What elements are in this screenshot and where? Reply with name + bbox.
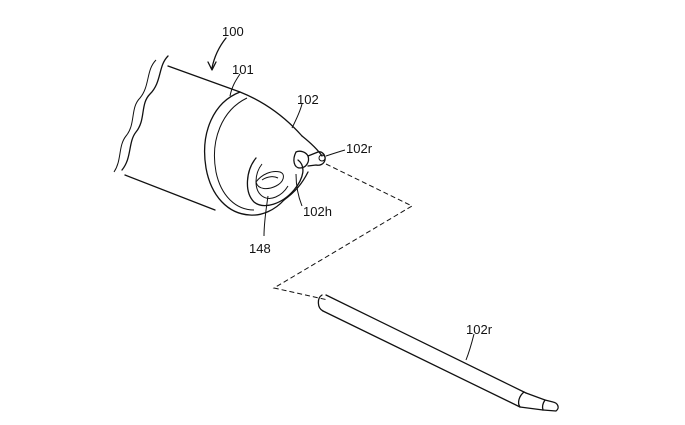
label-100: 100	[222, 24, 244, 39]
label-101: 101	[232, 62, 254, 77]
label-102r-top: 102r	[346, 141, 373, 156]
leader-lines	[207, 37, 475, 361]
label-102: 102	[297, 92, 319, 107]
label-148: 148	[249, 241, 271, 256]
rod-102r	[317, 294, 559, 412]
cap-102	[204, 91, 326, 216]
dashed-guide-line	[272, 163, 414, 301]
label-102h: 102h	[303, 204, 332, 219]
label-102r-bottom: 102r	[466, 322, 493, 337]
